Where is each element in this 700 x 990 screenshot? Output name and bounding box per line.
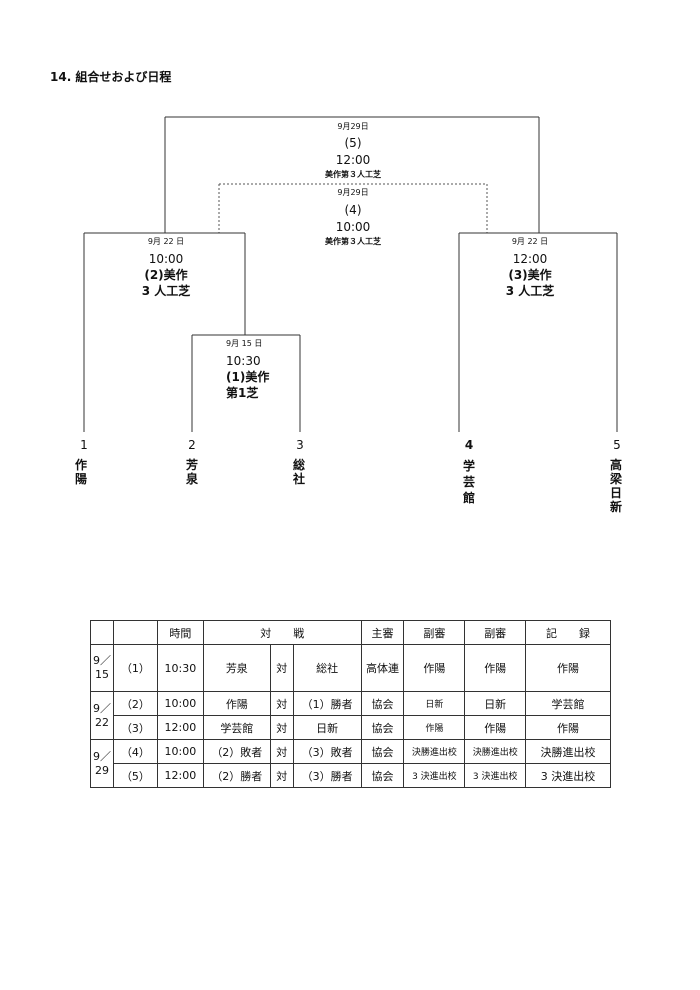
section-title: 14. 組合せおよび日程 bbox=[50, 70, 172, 84]
header-match: 対 戦 bbox=[202, 620, 362, 645]
semi-left-game-venue: (2)美作 bbox=[144, 268, 188, 282]
table-row: 9／15 （1） 10:30 芳泉 対 総社 高体連 作陽 作陽 作陽 bbox=[90, 644, 611, 692]
team-number: 1 bbox=[80, 438, 88, 452]
first-round-venue2: 第1芝 bbox=[226, 386, 259, 400]
assistant1-cell: 3 決進出校 bbox=[403, 763, 466, 788]
team-name: 学芸館 bbox=[462, 459, 475, 505]
assistant1-cell: 作陽 bbox=[403, 644, 466, 692]
header-assistant1: 副審 bbox=[403, 620, 466, 645]
date-cell: 9／22 bbox=[90, 691, 114, 740]
away-cell: （3）勝者 bbox=[292, 763, 362, 788]
vs-cell: 対 bbox=[269, 691, 294, 716]
assistant2-cell: 作陽 bbox=[464, 644, 527, 692]
team-number: 4 bbox=[464, 438, 474, 452]
team-number: 2 bbox=[188, 438, 196, 452]
table-row: （5） 12:00 （2）勝者 対 （3）勝者 協会 3 決進出校 3 決進出校… bbox=[91, 763, 611, 788]
time-cell: 12:00 bbox=[156, 763, 204, 788]
referee-cell: 協会 bbox=[360, 715, 405, 740]
game-cell: （2） bbox=[112, 691, 158, 716]
vs-cell: 対 bbox=[269, 763, 294, 788]
time-cell: 10:30 bbox=[156, 644, 204, 692]
vs-cell: 対 bbox=[269, 644, 294, 692]
date-cell: 9／29 bbox=[90, 739, 114, 788]
team-number: 3 bbox=[296, 438, 304, 452]
time-cell: 12:00 bbox=[156, 715, 204, 740]
record-cell: 3 決進出校 bbox=[525, 763, 611, 788]
date-cell: 9／15 bbox=[90, 644, 114, 692]
time-cell: 10:00 bbox=[156, 739, 204, 764]
table-row: 9／29 （4） 10:00 （2）敗者 対 （3）敗者 協会 決勝進出校 決勝… bbox=[90, 739, 611, 788]
team-name: 作陽 bbox=[74, 458, 87, 486]
game-cell: （4） bbox=[112, 739, 158, 764]
final-venue: 美作第３人工芝 bbox=[325, 170, 381, 179]
third-place-time: 10:00 bbox=[335, 220, 371, 234]
team-name: 総社 bbox=[292, 458, 305, 486]
first-round-time: 10:30 bbox=[226, 354, 261, 368]
home-cell: 学芸館 bbox=[202, 715, 271, 740]
semi-left-time: 10:00 bbox=[148, 252, 184, 266]
semi-right-venue2: 3 人工芝 bbox=[505, 284, 555, 298]
home-cell: （2）勝者 bbox=[202, 763, 271, 788]
assistant1-cell: 決勝進出校 bbox=[403, 739, 466, 764]
header-referee: 主審 bbox=[360, 620, 405, 645]
referee-cell: 協会 bbox=[360, 763, 405, 788]
team-number: 5 bbox=[613, 438, 621, 452]
third-place-date: 9月29日 bbox=[337, 188, 369, 197]
semi-right-game-venue: (3)美作 bbox=[508, 268, 552, 282]
header-cell bbox=[112, 620, 158, 645]
away-cell: 日新 bbox=[292, 715, 362, 740]
table-header-row: 時間 対 戦 主審 副審 副審 記 録 bbox=[90, 620, 611, 645]
away-cell: 総社 bbox=[292, 644, 362, 692]
referee-cell: 協会 bbox=[360, 739, 405, 764]
final-time: 12:00 bbox=[335, 153, 371, 167]
game-cell: （1） bbox=[112, 644, 158, 692]
semi-left-venue2: 3 人工芝 bbox=[141, 284, 191, 298]
third-place-game: (4) bbox=[344, 203, 362, 217]
assistant2-cell: 3 決進出校 bbox=[464, 763, 527, 788]
home-cell: 芳泉 bbox=[202, 644, 271, 692]
time-cell: 10:00 bbox=[156, 691, 204, 716]
game-cell: （3） bbox=[112, 715, 158, 740]
record-cell: 作陽 bbox=[525, 644, 611, 692]
semi-right-time: 12:00 bbox=[512, 252, 548, 266]
referee-cell: 協会 bbox=[360, 691, 405, 716]
record-cell: 学芸館 bbox=[525, 691, 611, 716]
table-row: 9／22 （2） 10:00 作陽 対 （1）勝者 協会 日新 日新 学芸館 bbox=[90, 691, 611, 740]
header-time: 時間 bbox=[156, 620, 204, 645]
home-cell: （2）敗者 bbox=[202, 739, 271, 764]
team-name: 高梁日新 bbox=[609, 458, 622, 514]
record-cell: 作陽 bbox=[525, 715, 611, 740]
record-cell: 決勝進出校 bbox=[525, 739, 611, 764]
header-assistant2: 副審 bbox=[464, 620, 527, 645]
assistant2-cell: 作陽 bbox=[464, 715, 527, 740]
semi-left-date: 9月 22 日 bbox=[147, 237, 185, 246]
assistant2-cell: 日新 bbox=[464, 691, 527, 716]
home-cell: 作陽 bbox=[202, 691, 271, 716]
tournament-bracket bbox=[83, 116, 618, 432]
vs-cell: 対 bbox=[269, 739, 294, 764]
away-cell: （1）勝者 bbox=[292, 691, 362, 716]
away-cell: （3）敗者 bbox=[292, 739, 362, 764]
assistant1-cell: 日新 bbox=[403, 691, 466, 716]
assistant2-cell: 決勝進出校 bbox=[464, 739, 527, 764]
first-round-game-venue: (1)美作 bbox=[226, 370, 270, 384]
assistant1-cell: 作陽 bbox=[403, 715, 466, 740]
header-record: 記 録 bbox=[525, 620, 611, 645]
final-date: 9月29日 bbox=[337, 122, 369, 131]
schedule-table: 時間 対 戦 主審 副審 副審 記 録 9／15 （1） 10:30 芳泉 対 … bbox=[90, 620, 611, 788]
referee-cell: 高体連 bbox=[360, 644, 405, 692]
header-cell bbox=[90, 620, 114, 645]
final-game: (5) bbox=[344, 136, 362, 150]
team-name: 芳泉 bbox=[185, 458, 198, 486]
first-round-date: 9月 15 日 bbox=[226, 339, 263, 348]
semi-right-date: 9月 22 日 bbox=[511, 237, 549, 246]
table-row: （3） 12:00 学芸館 対 日新 協会 作陽 作陽 作陽 bbox=[91, 715, 611, 740]
vs-cell: 対 bbox=[269, 715, 294, 740]
third-place-venue: 美作第３人工芝 bbox=[325, 237, 381, 246]
game-cell: （5） bbox=[112, 763, 158, 788]
